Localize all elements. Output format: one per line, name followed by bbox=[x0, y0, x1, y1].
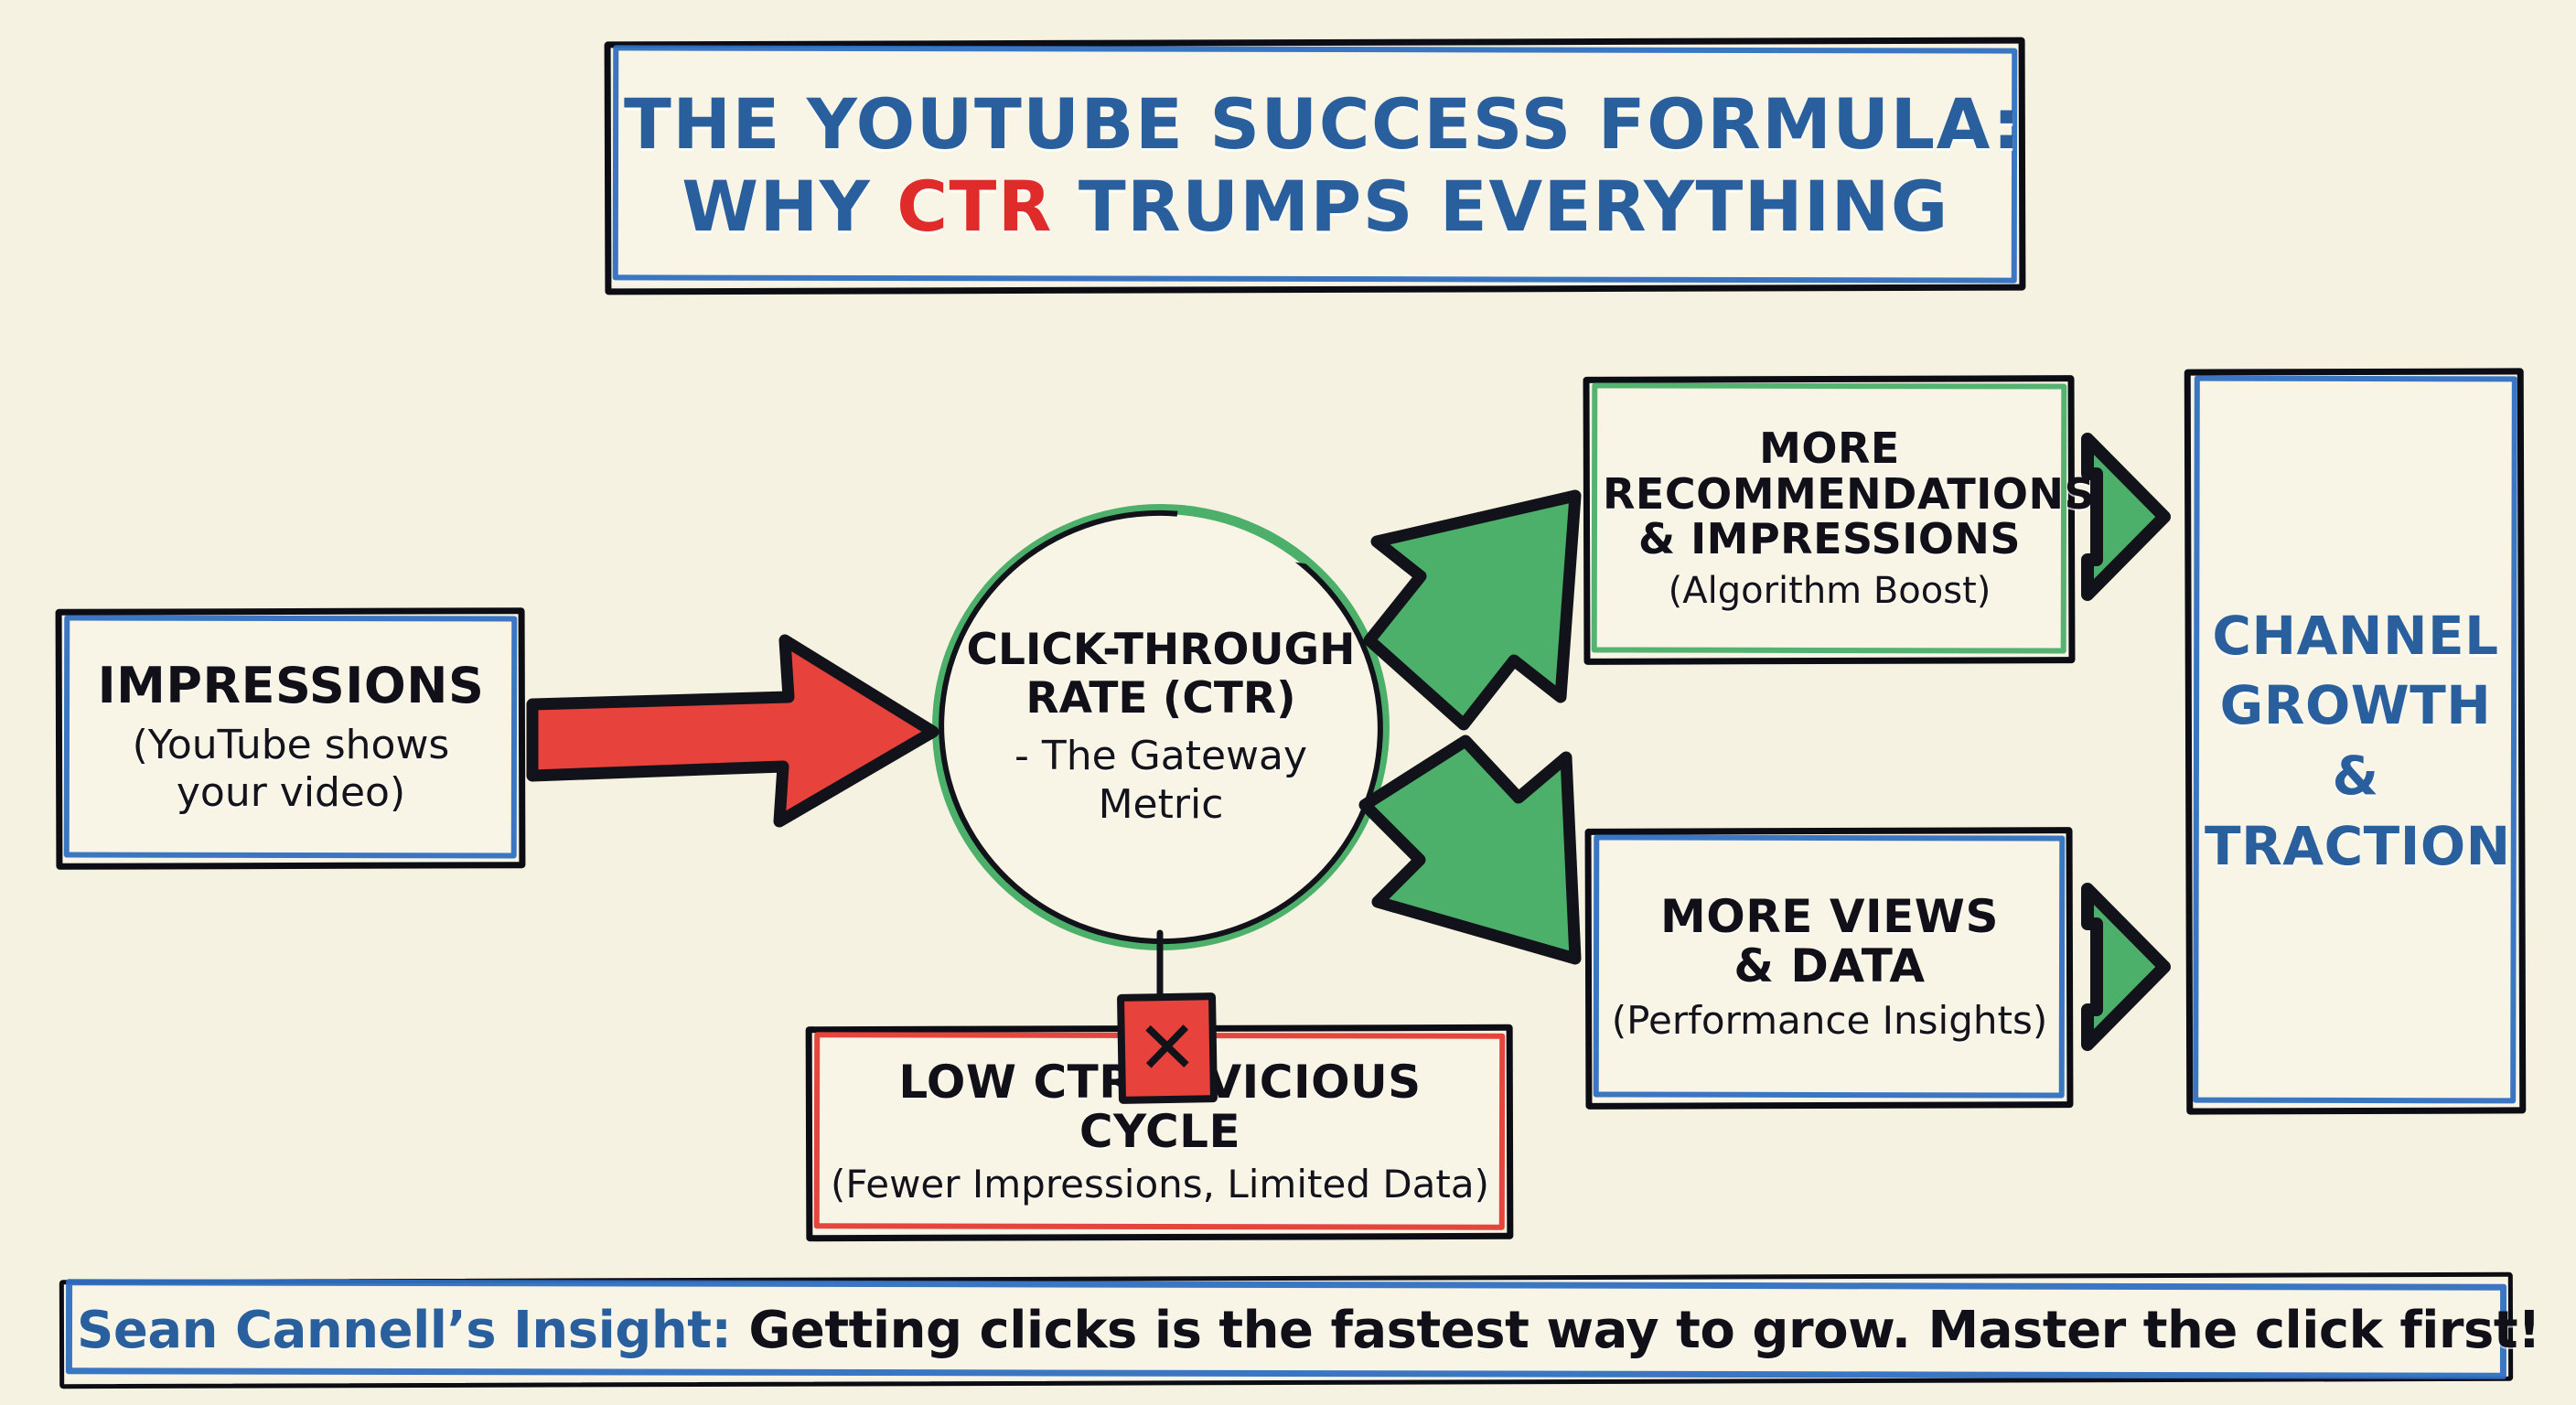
growth-line-2: GROWTH bbox=[2219, 674, 2492, 737]
growth-line-3: & bbox=[2332, 745, 2379, 807]
recommendations-heading-line-1: MORE bbox=[1759, 423, 1900, 473]
low-ctr-subtitle: (Fewer Impressions, Limited Data) bbox=[830, 1162, 1489, 1207]
title-line-2-suffix: TRUMPS EVERYTHING bbox=[1052, 166, 1949, 247]
views-subtitle: (Performance Insights) bbox=[1611, 998, 2048, 1044]
recommendations-heading: MORE RECOMMENDATIONS & IMPRESSIONS bbox=[1603, 423, 2096, 564]
node-impressions: IMPRESSIONS (YouTube shows your video) bbox=[62, 615, 520, 862]
ctr-subtitle: - The Gateway Metric bbox=[967, 733, 1356, 830]
views-heading-line-1: MORE VIEWS bbox=[1660, 890, 1999, 944]
node-more-recommendations: MORE RECOMMENDATIONS & IMPRESSIONS (Algo… bbox=[1590, 382, 2096, 657]
green-arrow-up-right-icon bbox=[1363, 489, 1582, 731]
growth-line-1: CHANNEL bbox=[2212, 604, 2499, 667]
views-heading: MORE VIEWS & DATA bbox=[1605, 892, 2055, 991]
node-click-through-rate: CLICK-THROUGH RATE (CTR) - The Gateway M… bbox=[932, 504, 1390, 950]
ctr-heading-line-2: RATE (CTR) bbox=[1025, 673, 1296, 724]
title-line-2-prefix: WHY bbox=[682, 166, 897, 247]
node-more-views: MORE VIEWS & DATA (Performance Insights) bbox=[1592, 834, 2067, 1101]
impressions-heading: IMPRESSIONS bbox=[97, 656, 485, 714]
footer-message: Getting clicks is the fastest way to gro… bbox=[731, 1300, 2541, 1360]
green-arrow-down-right-icon bbox=[1358, 735, 1582, 965]
footer-text: Sean Cannell’s Insight: Getting clicks i… bbox=[77, 1300, 2541, 1360]
red-arrow-right-icon bbox=[526, 634, 939, 828]
recommendations-heading-line-3: & IMPRESSIONS bbox=[1637, 514, 2022, 564]
title-ctr-highlight: CTR bbox=[896, 166, 1053, 247]
impressions-subtitle-line-2: your video) bbox=[176, 769, 406, 817]
ctr-subtitle-line-1: - The Gateway bbox=[1014, 732, 1308, 779]
views-heading-line-2: & DATA bbox=[1733, 939, 1926, 993]
x-mark-glyph: ✕ bbox=[1135, 1004, 1199, 1091]
ctr-heading-line-1: CLICK-THROUGH bbox=[966, 624, 1356, 675]
recommendations-subtitle: (Algorithm Boost) bbox=[1668, 569, 1991, 612]
x-mark-icon: ✕ bbox=[1116, 992, 1218, 1104]
recommendations-heading-line-2: RECOMMENDATIONS bbox=[1603, 468, 2096, 519]
node-channel-growth: CHANNEL GROWTH & TRACTION bbox=[2192, 375, 2519, 1107]
title-line-2: WHY CTR TRUMPS EVERYTHING bbox=[624, 166, 2007, 247]
footer-attribution: Sean Cannell’s Insight: bbox=[77, 1300, 732, 1360]
impressions-subtitle-line-1: (YouTube shows bbox=[132, 722, 450, 769]
green-arrow-right-small-icon-top bbox=[2081, 433, 2171, 601]
impressions-subtitle: (YouTube shows your video) bbox=[75, 722, 507, 817]
title-line-1: THE YOUTUBE SUCCESS FORMULA: bbox=[624, 82, 2023, 165]
green-arrow-right-small-icon-bottom bbox=[2081, 883, 2171, 1051]
growth-line-4: TRACTION bbox=[2205, 814, 2511, 877]
footer-insight-banner: Sean Cannell’s Insight: Getting clicks i… bbox=[64, 1281, 2541, 1379]
ctr-heading: CLICK-THROUGH RATE (CTR) bbox=[967, 626, 1356, 724]
title-banner: THE YOUTUBE SUCCESS FORMULA: WHY CTR TRU… bbox=[611, 46, 2023, 285]
ctr-subtitle-line-2: Metric bbox=[1098, 780, 1224, 828]
